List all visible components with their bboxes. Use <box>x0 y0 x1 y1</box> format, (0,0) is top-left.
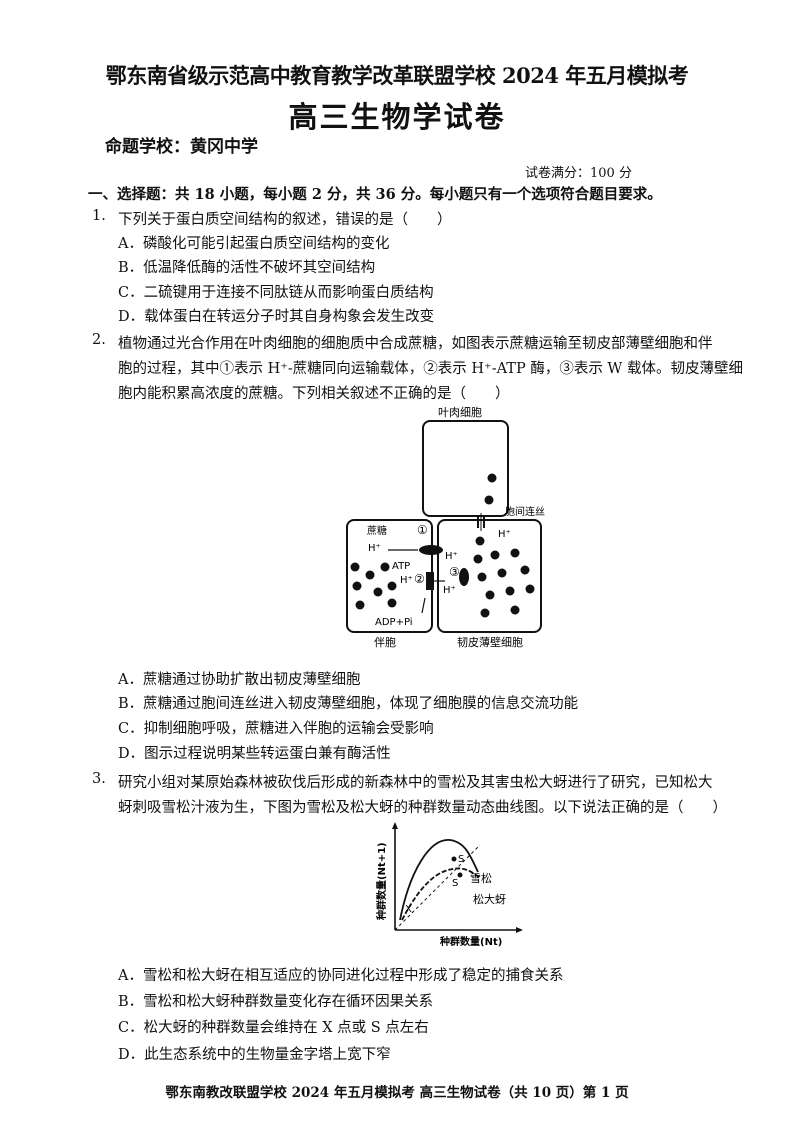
mesophyll-cell <box>422 420 509 517</box>
marker-3: ③ <box>449 565 460 579</box>
point-s-label: S <box>458 854 464 865</box>
sucrose-dot <box>373 587 383 597</box>
marker-2: ② <box>414 572 425 586</box>
x-axis-label: 种群数量(Nt) <box>439 935 502 948</box>
setter-school: 命题学校：黄冈中学 <box>105 137 258 157</box>
sucrose-dot <box>477 572 487 582</box>
companion-label: 伴胞 <box>374 636 396 649</box>
page-footer: 鄂东南教改联盟学校 2024 年五月模拟考 高三生物试卷（共 10 页）第 1 … <box>165 1085 629 1101</box>
legend-cedar: 雪松 <box>470 871 492 885</box>
option-a: A．雪松和松大蚜在相互适应的协同进化过程中形成了稳定的捕食关系 <box>118 968 564 984</box>
option-b: B．蔗糖通过胞间连丝进入韧皮薄壁细胞，体现了细胞膜的信息交流功能 <box>118 696 579 712</box>
sucrose-dot <box>350 562 360 572</box>
sucrose-dot <box>480 608 490 618</box>
x-axis-arrow <box>516 927 523 933</box>
sucrose-dot <box>525 584 535 594</box>
plasmodesmata-label: 胞间连丝 <box>505 505 545 518</box>
population-curve-figure: 种群数量(Nt+1) 种群数量(Nt) S S X 雪松 松大蚜 <box>375 822 523 948</box>
subject-title: 高三生物学试卷 <box>288 100 506 134</box>
full-score: 试卷满分：100 分 <box>525 166 632 181</box>
sucrose-dot <box>497 568 507 578</box>
sucrose-dot <box>473 554 483 564</box>
h-plus-label: H⁺ <box>498 529 511 540</box>
legend-aphid: 松大蚜 <box>473 892 506 906</box>
sucrose-dot <box>510 605 520 615</box>
s-point-aphid <box>457 872 463 878</box>
h-sucrose-symporter <box>419 545 443 555</box>
point-s-label: S <box>452 878 458 889</box>
section-heading: 一、选择题：共 18 小题，每小题 2 分，共 36 分。每小题只有一个选项符合… <box>88 186 662 203</box>
sucrose-dot <box>485 590 495 600</box>
sucrose-dot <box>505 586 515 596</box>
sucrose-label: 蔗糖 <box>367 524 387 537</box>
sucrose-dot <box>352 581 362 591</box>
y-axis-arrow <box>392 822 398 829</box>
question-number: 3. <box>92 771 106 787</box>
series-aphid-curve <box>401 867 481 921</box>
sucrose-dot <box>355 600 365 610</box>
question-stem-line-3: 胞内能积累高浓度的蔗糖。下列相关叙述不正确的是（ ） <box>118 386 510 402</box>
question-stem-line-2: 胞的过程，其中①表示 H⁺-蔗糖同向运输载体，②表示 H⁺-ATP 酶，③表示 … <box>118 361 743 377</box>
sucrose-dot <box>387 581 397 591</box>
option-a: A．磷酸化可能引起蛋白质空间结构的变化 <box>118 236 390 252</box>
h-plus-label: H⁺ <box>443 585 456 596</box>
sucrose-dot <box>510 548 520 558</box>
y-axis-label: 种群数量(Nt+1) <box>375 842 388 921</box>
series-cedar-curve <box>399 839 479 921</box>
sucrose-dot <box>484 495 494 505</box>
sucrose-dot <box>387 598 397 608</box>
h-plus-label: H⁺ <box>400 575 413 586</box>
option-c: C．二硫键用于连接不同肽链从而影响蛋白质结构 <box>118 285 434 301</box>
option-b: B．雪松和松大蚜种群数量变化存在循环因果关系 <box>118 994 434 1010</box>
point-x-label: X <box>405 904 412 915</box>
marker-1: ① <box>417 523 428 537</box>
sucrose-dot <box>475 536 485 546</box>
transport-arrow <box>421 597 426 614</box>
parenchyma-label: 韧皮薄壁细胞 <box>457 635 523 649</box>
exam-title: 鄂东南省级示范高中教育教学改革联盟学校 2024 年五月模拟考 <box>105 63 689 88</box>
option-c: C．抑制细胞呼吸，蔗糖进入伴胞的运输会受影响 <box>118 721 434 737</box>
question-number: 1. <box>92 208 106 224</box>
w-carrier <box>459 568 469 586</box>
option-d: D．此生态系统中的生物量金字塔上宽下窄 <box>118 1047 391 1063</box>
s-point-cedar <box>451 856 457 862</box>
sucrose-dot <box>380 562 390 572</box>
option-d: D．图示过程说明某些转运蛋白兼有酶活性 <box>118 746 391 762</box>
question-stem-line-1: 植物通过光合作用在叶肉细胞的细胞质中合成蔗糖，如图表示蔗糖运输至韧皮部薄壁细胞和… <box>118 336 713 352</box>
h-plus-label: H⁺ <box>368 543 381 554</box>
sucrose-transport-figure: 叶肉细胞 胞间连丝 伴胞 蔗糖 H⁺ ATP H⁺ ADP+Pi ① H⁺ ② <box>346 406 545 649</box>
question-number: 2. <box>92 332 106 348</box>
h-plus-label: H⁺ <box>445 551 458 562</box>
mesophyll-label: 叶肉细胞 <box>438 406 482 419</box>
option-d: D．载体蛋白在转运分子时其自身构象会发生改变 <box>118 309 435 325</box>
equilibrium-line <box>394 844 481 931</box>
option-b: B．低温降低酶的活性不破坏其空间结构 <box>118 260 376 276</box>
adp-pi-label: ADP+Pi <box>375 617 413 628</box>
option-c: C．松大蚜的种群数量会维持在 X 点或 S 点左右 <box>118 1020 429 1036</box>
sucrose-dot <box>487 473 497 483</box>
sucrose-dot <box>365 570 375 580</box>
atp-label: ATP <box>392 561 410 572</box>
question-stem-line-2: 蚜刺吸雪松汁液为生，下图为雪松及松大蚜的种群数量动态曲线图。以下说法正确的是（ … <box>118 800 727 816</box>
question-stem: 下列关于蛋白质空间结构的叙述，错误的是（ ） <box>118 212 452 228</box>
sucrose-dot <box>490 550 500 560</box>
sucrose-dot <box>520 565 530 575</box>
parenchyma-cell <box>437 519 542 633</box>
option-a: A．蔗糖通过协助扩散出韧皮薄壁细胞 <box>118 672 361 688</box>
h-atpase <box>426 572 434 590</box>
question-stem-line-1: 研究小组对某原始森林被砍伐后形成的新森林中的雪松及其害虫松大蚜进行了研究，已知松… <box>118 775 713 791</box>
